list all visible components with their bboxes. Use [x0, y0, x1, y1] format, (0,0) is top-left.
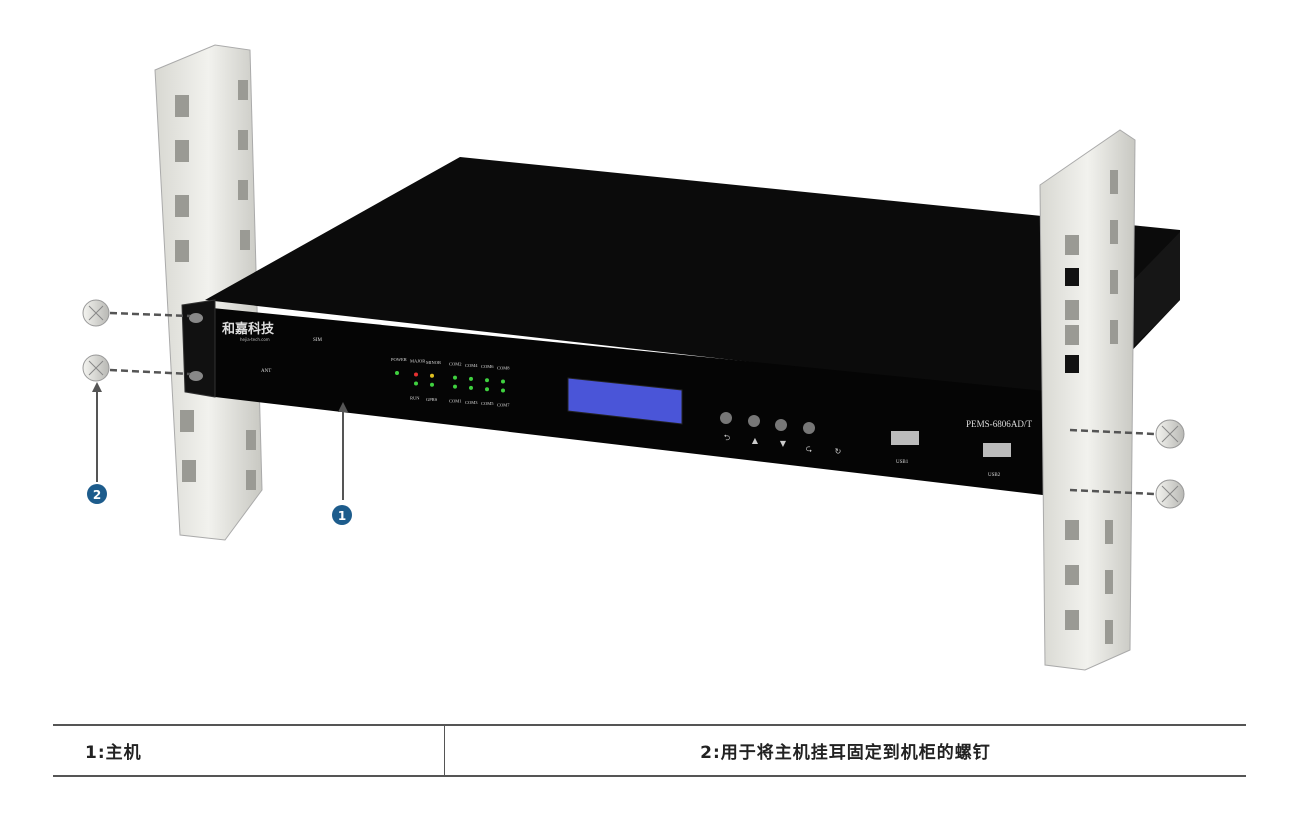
left-rack-rail [154, 44, 263, 541]
led-label: COM4 [465, 363, 478, 368]
led-label: COM1 [449, 399, 462, 404]
sim-label: SIM [313, 338, 322, 343]
screw-icon [1155, 419, 1185, 449]
led-indicator [430, 382, 434, 387]
usb2-label: USB2 [988, 473, 1001, 478]
led-label: MINOR [426, 360, 441, 365]
led-label: COM7 [497, 402, 510, 407]
led-indicator [501, 379, 505, 384]
led-indicator [414, 381, 418, 386]
led-label: COM8 [497, 365, 510, 370]
led-indicator [414, 372, 418, 377]
led-label: RUN [410, 396, 420, 401]
led-label: COM2 [449, 362, 462, 367]
ant-label: ANT [261, 369, 271, 374]
callout-1: 1 [332, 402, 352, 525]
usb2-port [983, 443, 1011, 457]
right-rack-rail [1039, 129, 1136, 671]
screws [82, 299, 1185, 509]
usb1-port [891, 431, 919, 445]
keypad-button[interactable] [803, 422, 815, 434]
led-indicator [469, 376, 473, 381]
led-label: COM6 [481, 364, 494, 369]
lcd-display [567, 377, 683, 425]
screw-icon [82, 354, 110, 382]
led-indicator [453, 375, 457, 380]
keypad-glyph-icon: ▼ [780, 439, 787, 448]
legend-item-1: 1:主机 [53, 726, 445, 775]
svg-text:2: 2 [93, 488, 101, 502]
led-indicator [485, 378, 489, 383]
led-indicator [485, 387, 489, 392]
ear-slot [189, 371, 203, 381]
ear-slot [189, 313, 203, 323]
callout-2: 2 [87, 382, 107, 504]
keypad: ⮌ ▲ ▼ ⮎ ↻ [720, 412, 841, 456]
led-indicator [453, 384, 457, 389]
screw-icon [1155, 479, 1185, 509]
keypad-button[interactable] [748, 415, 760, 427]
led-indicator [395, 371, 399, 375]
led-label: COM5 [481, 401, 494, 406]
keypad-glyph-icon: ↻ [835, 447, 842, 456]
legend-item-2: 2:用于将主机挂耳固定到机柜的螺钉 [700, 743, 991, 763]
keypad-button[interactable] [775, 419, 787, 431]
brand-url: hejia-tech.com [240, 337, 270, 342]
keypad-glyph-icon: ⮌ [724, 433, 730, 442]
keypad-glyph-icon: ⮎ [806, 444, 812, 453]
keypad-button[interactable] [720, 412, 732, 424]
led-label: COM3 [465, 400, 478, 405]
led-indicator [469, 385, 473, 390]
svg-text:1: 1 [338, 509, 346, 523]
led-label: MAJOR [410, 359, 425, 364]
brand-logo: 和嘉科技 [222, 321, 275, 337]
legend-table: 1:主机 2:用于将主机挂耳固定到机柜的螺钉 [53, 724, 1246, 777]
led-indicator [430, 373, 434, 378]
screw-icon [82, 299, 110, 327]
keypad-glyph-icon: ▲ [752, 436, 759, 445]
led-label: POWER [391, 357, 407, 362]
usb1-label: USB1 [896, 460, 909, 465]
model-label: PEMS-6806AD/T [966, 419, 1032, 429]
led-indicator [501, 388, 505, 393]
led-label: GPRS [426, 397, 438, 402]
